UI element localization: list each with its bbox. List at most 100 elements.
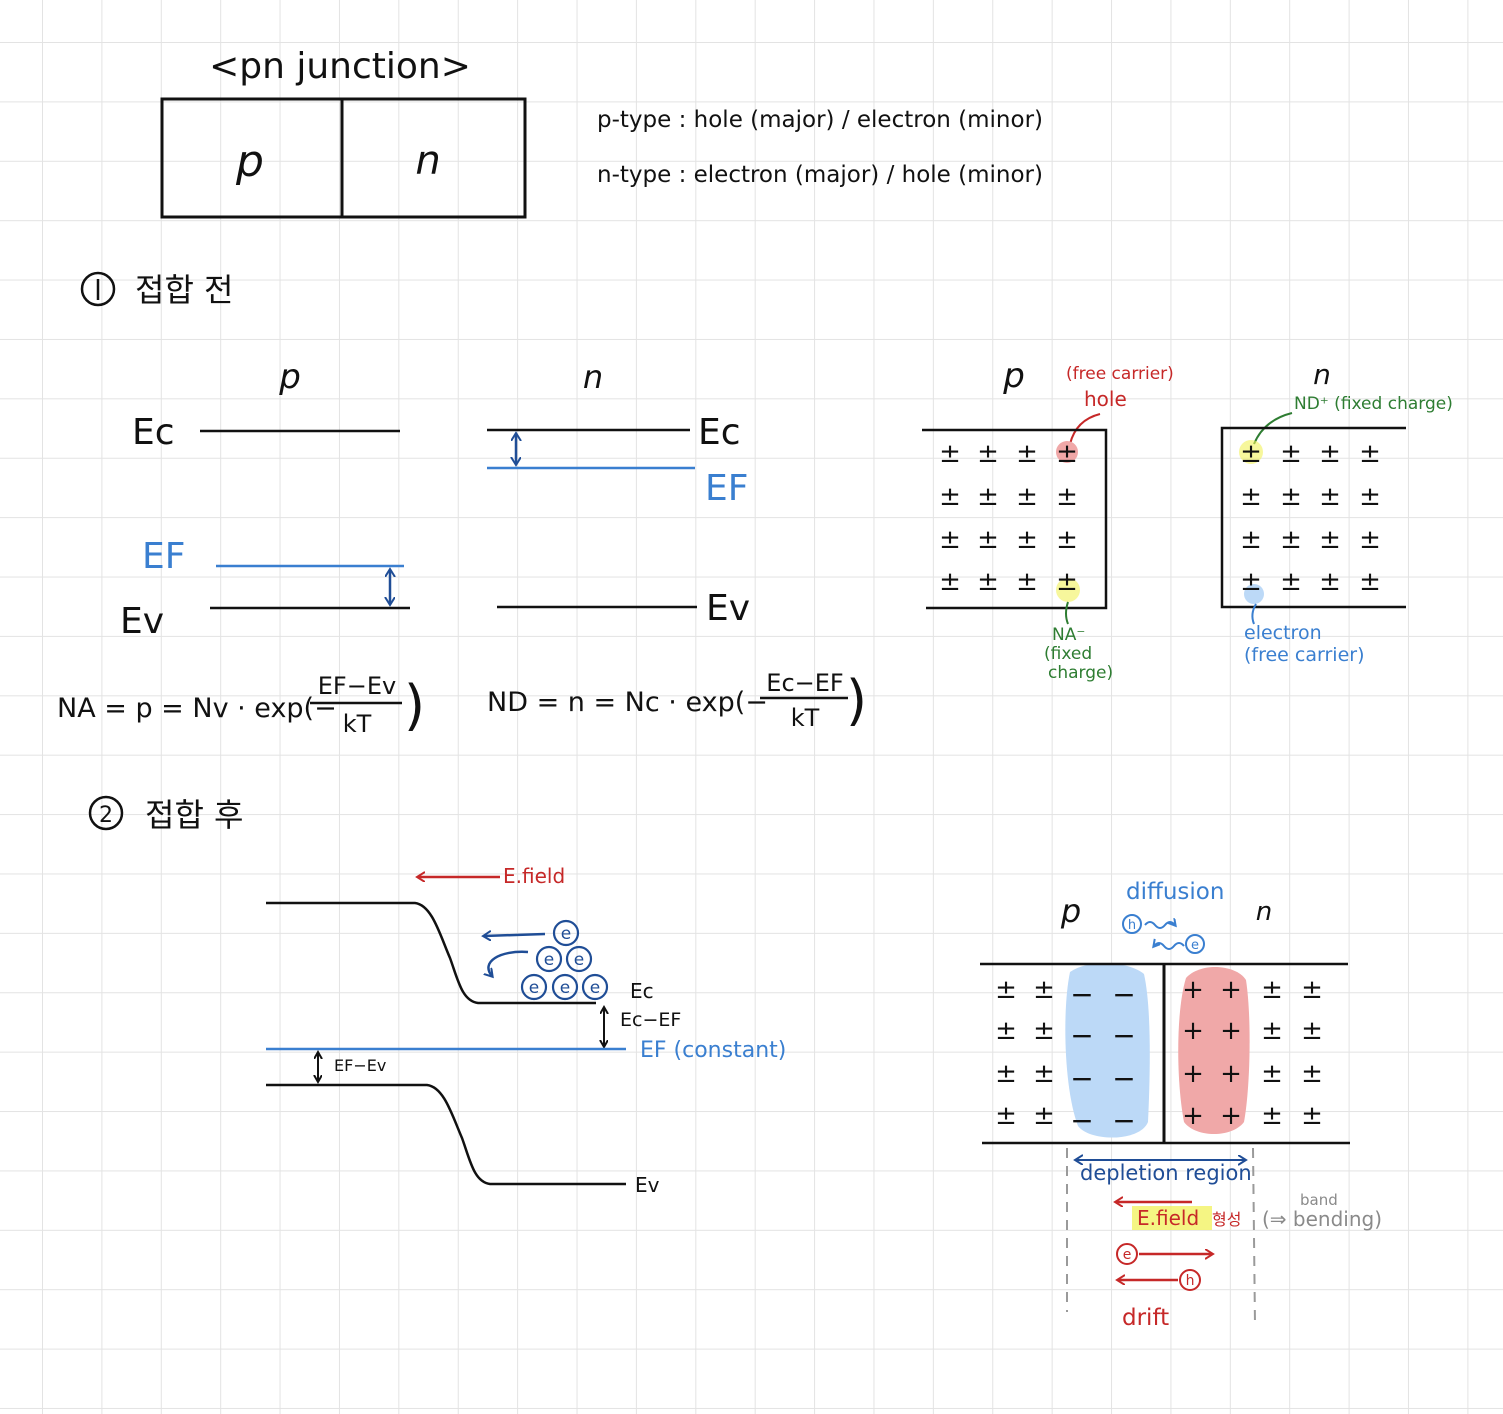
block-n-label: n (415, 138, 440, 184)
electron-circle-icon: e (535, 945, 563, 973)
ion-symbol: ± (1301, 1101, 1323, 1131)
ion-symbol: ± (977, 525, 999, 555)
formula-n-close: ) (846, 669, 867, 732)
ion-symbol: ± (1240, 567, 1262, 597)
p-lattice-symbols: ±±±±±±±±±±±±±±±± (939, 439, 1078, 597)
ion-symbol: ± (995, 1101, 1017, 1131)
depletion-p-region (1065, 963, 1150, 1138)
electron-circle-icon: e (1185, 934, 1205, 954)
p-band-label: p (278, 357, 301, 397)
ef-constant-label: EF (constant) (640, 1038, 786, 1063)
p-lattice-frame (922, 428, 1108, 610)
ion-symbol: ± (1056, 567, 1078, 597)
ion-symbol: ± (1240, 525, 1262, 555)
ion-symbol: ± (1301, 1016, 1323, 1046)
band-bending-diagram: E.field Ec Ec−EF EF (constant) EF−Ev Ev … (266, 864, 786, 1197)
p-ec-label: Ec (132, 412, 175, 453)
valence-band-bent (266, 1083, 626, 1186)
ion-symbol: ± (1319, 567, 1341, 597)
donor-highlight (1239, 440, 1263, 464)
ion-symbol: ± (939, 525, 961, 555)
wave-arrow-icon (1144, 922, 1175, 929)
acceptor-pointer (1065, 601, 1069, 625)
depletion-symbols: ±±±±±±±±±±±±±±±±−−−−−−−−++++++++ (995, 975, 1323, 1137)
n-lattice-symbols: ±±±±±±±±±±±±±±±± (1240, 439, 1381, 597)
ion-symbol: ± (1359, 567, 1381, 597)
p-band-diagram: p Ec EF Ev (120, 357, 410, 642)
ion-symbol: ± (1319, 525, 1341, 555)
ec-minus-ef-label: Ec−EF (620, 1009, 681, 1031)
page-title: <pn junction> (209, 46, 471, 87)
n-ev-label: Ev (706, 588, 750, 629)
depletion-region-label: depletion region (1080, 1161, 1252, 1185)
donor-ion: + (1182, 975, 1204, 1005)
formula-p: NA = p = Nv · exp(− EF−Ev kT ) (57, 672, 425, 738)
ion-symbol: ± (995, 975, 1017, 1005)
donor-ion: + (1220, 1016, 1242, 1046)
ion-symbol: ± (1033, 1016, 1055, 1046)
formula-n-lhs: ND = n = Nc · exp(− (487, 687, 768, 718)
electron-circle-icon: e (581, 973, 609, 1001)
section2-marker-digit: 2 (99, 803, 113, 828)
fixed-charge-p-line2: charge) (1048, 663, 1113, 683)
ion-symbol: ± (1301, 1059, 1323, 1089)
band-small-label: band (1300, 1191, 1338, 1209)
efield-highlight (1132, 1206, 1212, 1230)
donor-ion: + (1220, 975, 1242, 1005)
svg-text:h: h (1186, 1273, 1195, 1289)
acceptor-ion: − (1070, 978, 1093, 1011)
p-ev-label: Ev (120, 601, 164, 642)
p-type-description: p-type : hole (major) / electron (minor) (597, 107, 1043, 133)
n-ec-label: Ec (698, 412, 741, 453)
hole-pointer (1069, 413, 1101, 445)
ion-symbol: ± (1033, 975, 1055, 1005)
ion-symbol: ± (1056, 525, 1078, 555)
formula-n-denominator: kT (791, 704, 820, 732)
ion-symbol: ± (1240, 482, 1262, 512)
ion-symbol: ± (995, 1059, 1017, 1089)
ion-symbol: ± (1359, 439, 1381, 469)
acceptor-ion: − (1112, 1019, 1135, 1052)
donor-ion: + (1182, 1016, 1204, 1046)
formula-p-numerator: EF−Ev (318, 672, 396, 700)
formula-p-close: ) (404, 674, 425, 737)
block-p-label: p (235, 136, 264, 187)
electron-pointer (1251, 603, 1257, 625)
p-label-2: p (1060, 892, 1081, 930)
wave-arrow-icon (1154, 943, 1185, 950)
p-lattice: p (free carrier) hole ±±±±±±±±±±±±±±±± N… (922, 356, 1174, 683)
efield-label: E.field (503, 864, 565, 888)
n-lattice-label: n (1313, 358, 1331, 391)
ion-symbol: ± (1319, 482, 1341, 512)
ion-symbol: ± (1261, 1059, 1283, 1089)
fixed-charge-p-line1: (fixed (1044, 644, 1092, 664)
band-bending-label: (⇒ bending) (1262, 1207, 1382, 1231)
n-ef-label: EF (705, 468, 748, 509)
ion-symbol: ± (1033, 1101, 1055, 1131)
ion-symbol: ± (995, 1016, 1017, 1046)
electron-label: electron (1244, 622, 1322, 644)
n-lattice: n ND⁺ (fixed charge) ±±±±±±±±±±±±±±±± el… (1220, 358, 1453, 666)
ion-symbol: ± (1056, 439, 1078, 469)
ion-symbol: ± (1016, 525, 1038, 555)
pn-block: p n (160, 97, 527, 219)
electron-symbol: e (529, 978, 539, 998)
ion-symbol: ± (977, 439, 999, 469)
depletion-boundary-right (1252, 1147, 1256, 1326)
donor-ion: + (1220, 1059, 1242, 1089)
section2-heading: 2 접합 후 (88, 795, 244, 834)
electron-circle-icon: e (551, 973, 579, 1001)
svg-text:e: e (1191, 938, 1199, 953)
ion-symbol: ± (1319, 439, 1341, 469)
donor-ion: + (1182, 1059, 1204, 1089)
electron-circle-icon: e (552, 919, 580, 947)
ion-symbol: ± (1280, 567, 1302, 597)
electron-symbol: e (560, 978, 570, 998)
p-lattice-label: p (1002, 356, 1025, 396)
electron-symbol: e (561, 924, 571, 944)
electron-circle-icon: e (565, 945, 593, 973)
n-type-description: n-type : electron (major) / hole (minor) (597, 162, 1043, 188)
ion-symbol: ± (939, 482, 961, 512)
free-carrier-label-n: (free carrier) (1244, 644, 1365, 666)
depletion-diagram: p n diffusion h e ±±±±±±±±±±±±±±±±−−−−−−… (980, 879, 1382, 1331)
